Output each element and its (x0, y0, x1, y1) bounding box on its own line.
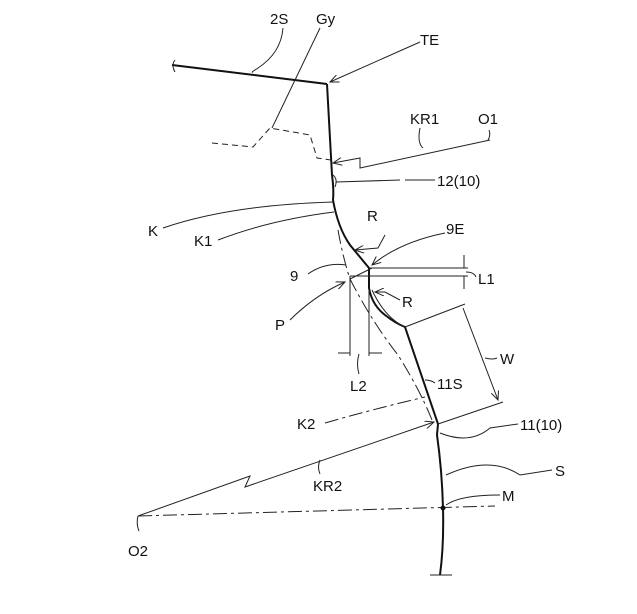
label-9e: 9E (446, 221, 464, 238)
profile-segment (350, 268, 405, 327)
groove11-leader (440, 424, 518, 438)
label-l1: L1 (478, 271, 495, 288)
o2-leader (137, 516, 139, 531)
label-s: S (555, 463, 565, 480)
w-ext-lines (405, 304, 503, 424)
point-m (441, 506, 446, 511)
label-groove12: 12(10) (437, 173, 480, 190)
sidewall-profile (327, 84, 443, 575)
label-p: P (275, 317, 285, 334)
m-leader (446, 495, 500, 505)
label-k: K (148, 223, 158, 240)
label-o1: O1 (478, 111, 498, 128)
label-te: TE (420, 32, 439, 49)
label-l2: L2 (350, 378, 367, 395)
w-leader (485, 358, 497, 359)
label-m: M (502, 488, 515, 505)
r-upper-leader (355, 235, 385, 250)
k1-leader (218, 212, 334, 240)
label-2s: 2S (270, 11, 288, 28)
label-k1: K1 (194, 233, 212, 250)
gy-line (212, 128, 331, 160)
k-leader (163, 202, 333, 228)
11s-leader (425, 380, 435, 383)
kr1-leader (419, 128, 423, 148)
label-groove11: 11(10) (520, 417, 562, 434)
kr2-radius-line (138, 422, 434, 516)
kr1-radius-line (333, 140, 490, 168)
label-9: 9 (290, 268, 298, 285)
l2-ext-lines (350, 276, 369, 356)
2s-leader (252, 28, 283, 72)
9-leader (308, 264, 346, 274)
tread-surface-line (172, 65, 327, 84)
label-w: W (500, 351, 515, 368)
label-r-lower: R (402, 294, 413, 311)
r-lower-leader (375, 292, 400, 300)
l1-ext-lines (350, 268, 468, 276)
label-kr2: KR2 (313, 478, 342, 495)
w-arrow (463, 308, 498, 400)
p-leader (290, 282, 345, 320)
l2-leader (358, 354, 360, 374)
label-kr1: KR1 (410, 111, 439, 128)
label-11s: 11S (437, 376, 463, 393)
label-r-upper: R (367, 208, 378, 225)
te-leader (330, 42, 420, 82)
groove12-leader (336, 180, 435, 182)
o1-leader (488, 130, 490, 140)
label-o2: O2 (128, 543, 148, 560)
label-gy: Gy (316, 11, 336, 28)
k2-leader (325, 397, 425, 423)
label-k2: K2 (297, 416, 315, 433)
kr2-leader (319, 460, 321, 474)
s-leader (446, 465, 552, 475)
